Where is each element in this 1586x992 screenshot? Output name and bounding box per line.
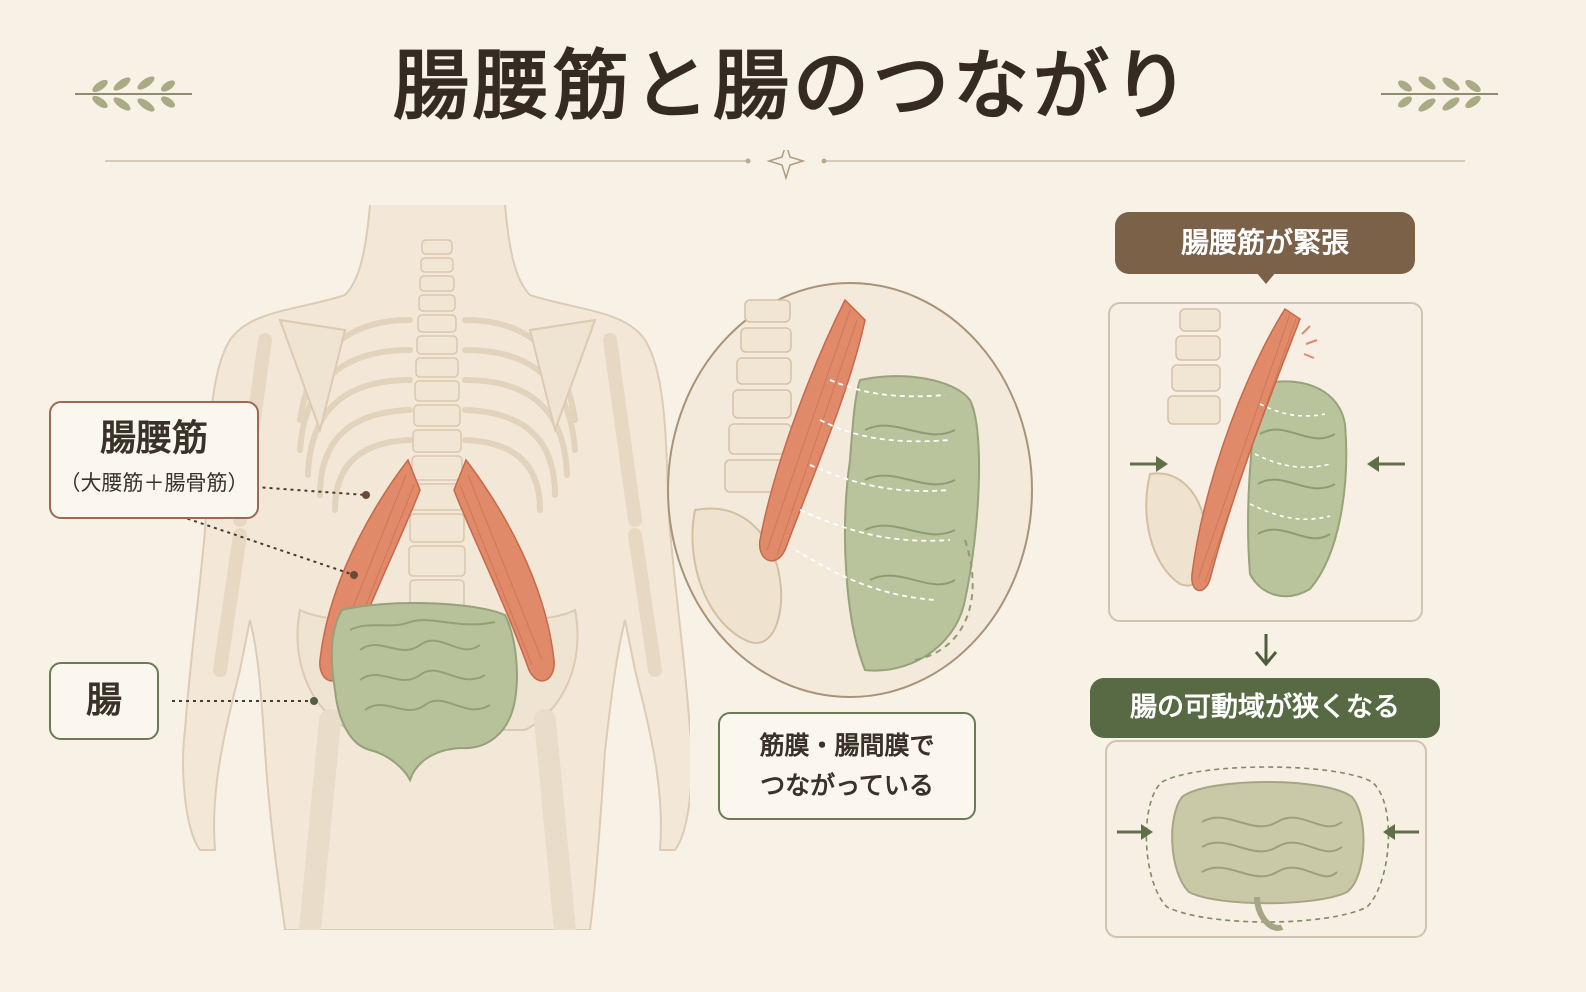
- narrowed-intestine-illustration: [1117, 766, 1419, 931]
- arrow-right-icon: [1117, 824, 1153, 840]
- fascia-label-line2: つながっている: [760, 771, 934, 800]
- result-panel: [1105, 740, 1427, 938]
- sparkle-icon: [766, 150, 806, 180]
- fascia-label-line1: 筋膜・腸間膜で: [759, 731, 935, 760]
- fascia-label: 筋膜・腸間膜で つながっている: [718, 712, 976, 820]
- zoom-detail-illustration: [667, 282, 1033, 698]
- arrow-down-icon: [1254, 634, 1278, 667]
- leaf-sprig-icon: [75, 76, 192, 112]
- title-divider: [105, 150, 1465, 180]
- tension-illustration: [1130, 307, 1405, 598]
- arrow-left-icon: [1383, 824, 1419, 840]
- iliopsoas-label-title: 腸腰筋: [99, 418, 208, 459]
- body-back-illustration: [170, 204, 690, 930]
- intestine-label: 腸: [49, 662, 159, 740]
- arrow-left-icon: [1367, 456, 1405, 472]
- leaf-sprig-icon: [1381, 76, 1498, 112]
- iliopsoas-label-detail: （大腰筋＋腸骨筋）: [59, 471, 249, 495]
- tension-panel: [1108, 302, 1423, 622]
- pill-pointer: [1256, 272, 1276, 284]
- result-pill: 腸の可動域が狭くなる: [1090, 678, 1440, 738]
- tension-pill: 腸腰筋が緊張: [1115, 212, 1415, 274]
- iliopsoas-label: 腸腰筋 （大腰筋＋腸骨筋）: [49, 401, 259, 519]
- arrow-right-icon: [1130, 456, 1168, 472]
- page-title: 腸腰筋と腸のつながり: [393, 41, 1193, 130]
